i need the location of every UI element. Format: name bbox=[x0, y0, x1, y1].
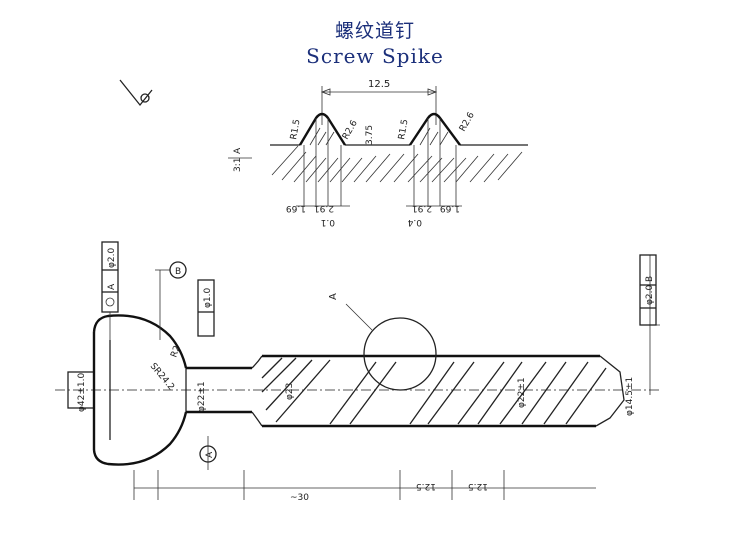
section-letter-label: A bbox=[233, 147, 243, 154]
thread-detail: 12.5 bbox=[228, 79, 528, 227]
tooth2-radius-right-label: R2.6 bbox=[458, 110, 477, 133]
detail-circle-label: A bbox=[328, 293, 339, 300]
datum-a-label: A bbox=[205, 451, 215, 458]
main-view: A B A φ2.0 A φ1.0 bbox=[55, 241, 660, 503]
title-chinese: 螺纹道钉 bbox=[334, 20, 415, 42]
detail-bottom-dim-1: 1.69 bbox=[286, 203, 306, 213]
section-scale-label: 3:1 bbox=[233, 158, 243, 172]
bottom-dim-pitch-2: 12.5 bbox=[468, 481, 488, 491]
detail-bottom-dim-2: 2.91 bbox=[314, 203, 334, 213]
detail-bottom-dim-5: 2.91 bbox=[412, 203, 432, 213]
tip-dia-label: φ14.5±1 bbox=[625, 377, 635, 416]
head-dia-label: φ42±1.0 bbox=[77, 372, 87, 412]
tol-right-value: φ2.0 bbox=[645, 284, 655, 305]
shank-dia-label: φ22±1 bbox=[197, 381, 207, 412]
thread-helix bbox=[261, 357, 607, 425]
spike-thread: A bbox=[261, 293, 625, 428]
tol-left-value: φ2.0 bbox=[107, 247, 117, 268]
tooth-radius-right-label: R2.6 bbox=[341, 118, 360, 141]
title-english: Screw Spike bbox=[306, 44, 444, 68]
tol-right-datum: B bbox=[645, 276, 655, 282]
tol-left-datum: A bbox=[107, 283, 117, 290]
head-radius-label: R2 bbox=[169, 344, 182, 359]
tooth2-radius-left-label: R1.5 bbox=[397, 119, 410, 141]
spike-shank bbox=[186, 355, 263, 427]
bottom-dim-length: ~30 bbox=[290, 493, 309, 503]
detail-bottom-dim-6: 1.69 bbox=[440, 203, 460, 213]
roughness-symbol bbox=[119, 79, 153, 107]
thread-major-label: φ23 bbox=[285, 383, 295, 400]
tooth-radius-left-label: R1.5 bbox=[289, 119, 302, 141]
thread-minor-label: φ22±1 bbox=[517, 377, 527, 408]
bottom-dim-pitch-1: 12.5 bbox=[416, 481, 436, 491]
thread-pitch-label: 12.5 bbox=[368, 79, 390, 90]
tol-mid-value: φ1.0 bbox=[203, 287, 213, 308]
detail-circle bbox=[363, 317, 437, 391]
spike-head bbox=[67, 314, 188, 466]
detail-bottom-dim-3: 0.1 bbox=[321, 217, 335, 227]
detail-bottom-dim-4: 0.4 bbox=[407, 217, 422, 227]
thread-hatching bbox=[271, 127, 523, 183]
datum-b-label: B bbox=[175, 267, 181, 277]
head-sphere-label: SR24.2 bbox=[148, 362, 176, 393]
bottom-dimensions: ~30 12.5 12.5 bbox=[133, 470, 596, 503]
tooth-depth-label: 3.75 bbox=[365, 125, 375, 145]
